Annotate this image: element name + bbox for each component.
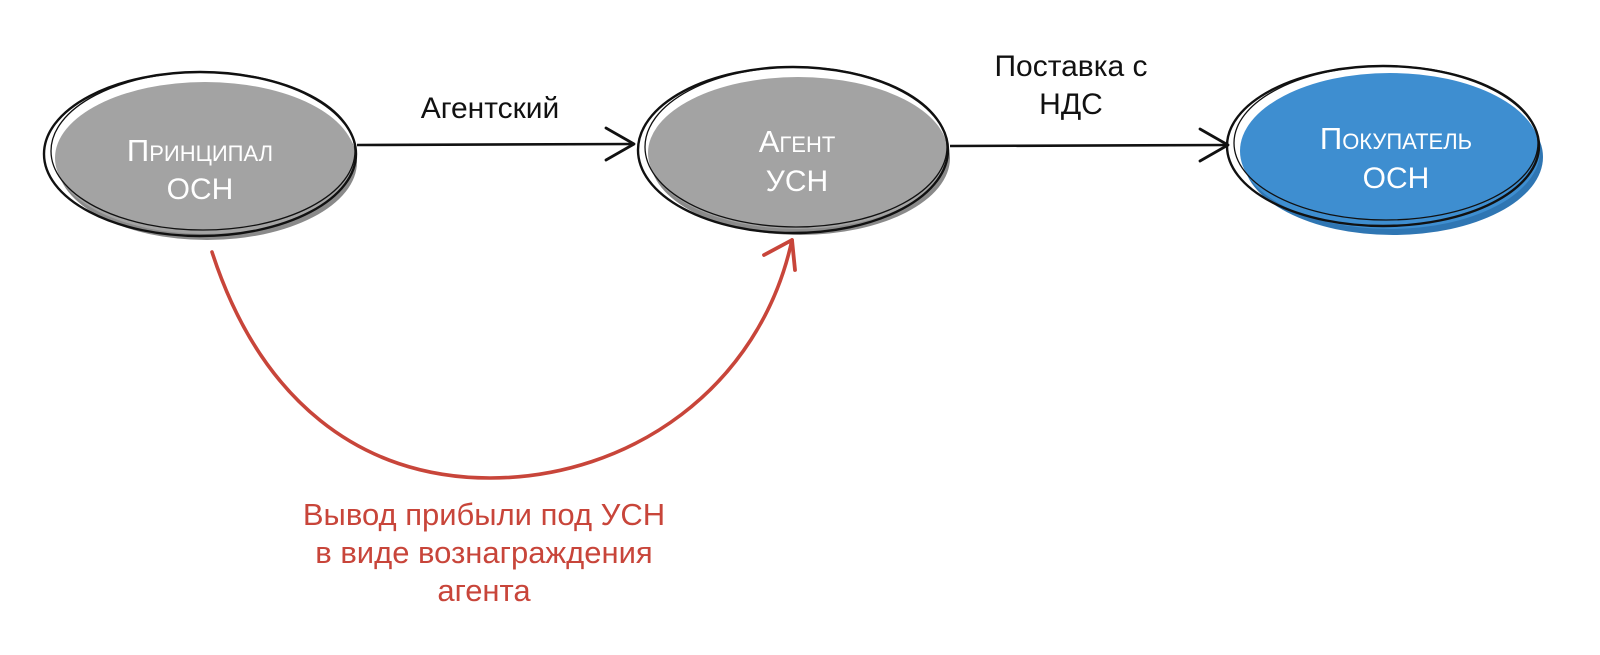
edge-profit-arrowhead [762,238,797,272]
node-agent-fill [648,77,948,229]
node-buyer-fill [1240,73,1540,229]
node-principal-regime: ОСН [167,173,234,206]
node-agent-regime: УСН [766,165,828,198]
edge-agency-arrowhead [604,126,636,162]
edge-profit-curve [210,238,794,480]
edge-supply-label-line1: Поставка с [994,50,1147,83]
node-buyer-title: Покупатель [1320,121,1472,156]
node-agent: Агент УСН [636,65,950,235]
edge-agency-label: Агентский [421,92,560,125]
edge-profit-label-line2: в виде вознаграждения [315,535,652,570]
node-buyer-regime: ОСН [1363,162,1430,195]
node-principal-outline-sketch [50,71,356,231]
node-principal-fill [55,82,355,234]
edge-profit-label-line1: Вывод прибыли под УСН [303,497,665,532]
node-principal-title: Принципал [127,133,273,168]
edge-profit: Вывод прибыли под УСН в виде вознагражде… [210,238,797,608]
edge-supply-arrowhead [1198,127,1230,163]
edge-supply-line [949,143,1229,148]
node-principal: Принципал ОСН [42,70,358,240]
edge-agency-line [356,142,635,147]
edge-agency: Агентский [356,92,636,162]
edge-profit-label-line3: агента [437,573,531,608]
node-buyer-outline-sketch [1233,65,1539,221]
node-buyer: Покупатель ОСН [1225,64,1543,235]
node-agent-outline-sketch [644,66,948,228]
node-agent-title: Агент [759,124,836,159]
edge-supply: Поставка с НДС [949,50,1230,163]
edge-supply-label-line2: НДС [1039,88,1103,121]
